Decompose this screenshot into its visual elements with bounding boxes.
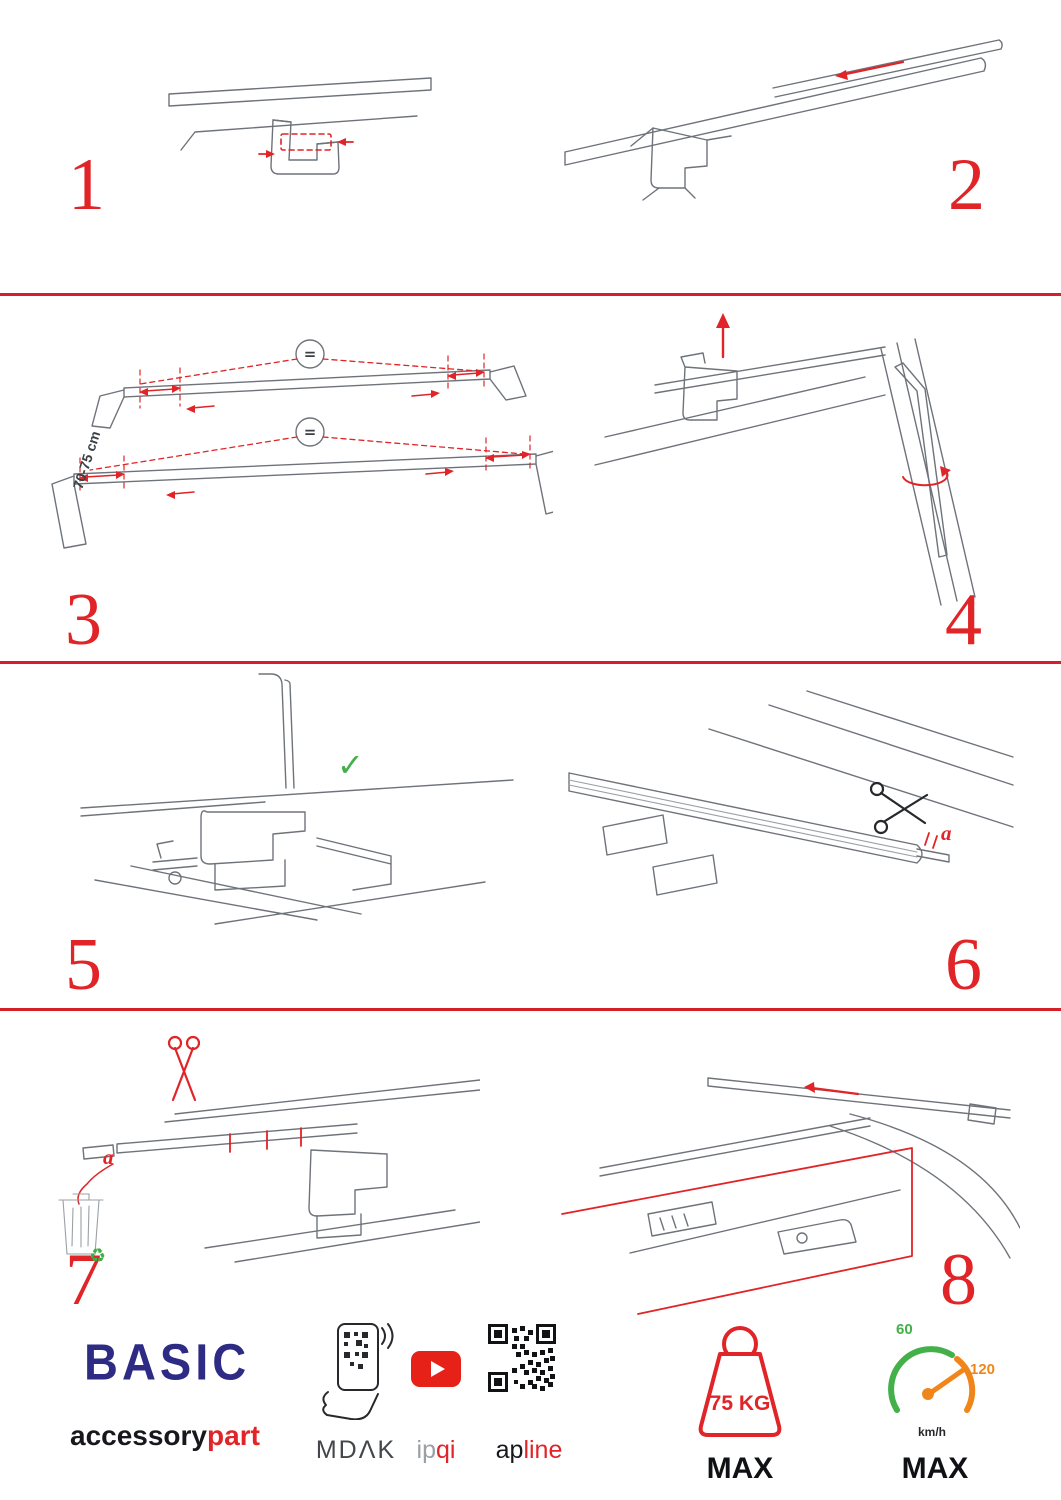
step-8-number: 8 [940,1239,977,1321]
scissors-icon [167,1035,201,1102]
equals-badge [295,417,325,447]
phone-scan-icon [322,1323,394,1420]
scissors-icon [869,781,929,835]
step-1-number: 1 [68,144,105,226]
section-divider [0,661,1061,664]
check-icon: ✓ [337,746,364,784]
step-8-illustration [561,1077,1020,1315]
allen-key [894,362,948,558]
step-1-illustration [168,77,432,175]
rotate-arrow [902,472,949,487]
step-6-number: 6 [945,924,982,1006]
speed-120-label: 120 [970,1361,995,1378]
apline-logo: apline [486,1436,572,1465]
speed-unit-label: km/h [918,1425,946,1439]
weight-limit-icon: 75 KG [698,1326,782,1437]
recycle-icon: ♻ [89,1245,106,1267]
youtube-icon [411,1351,461,1387]
speedometer-icon: 60 120 km/h [888,1321,995,1439]
weight-limit-value: 75 KG [710,1392,771,1415]
step-4-illustration [594,313,976,606]
trash-bin-icon [58,1193,104,1255]
qr-code [488,1324,556,1392]
ipqi-gray: ip [416,1436,436,1464]
speed-max-label: MAX [901,1452,969,1485]
step-2-illustration [564,39,1003,201]
ipqi-logo: ipqi [405,1436,467,1465]
slide-direction-arrow [810,1086,860,1096]
equals-symbol: = [304,345,317,363]
step-3-number: 3 [65,579,102,661]
step-5-illustration: ✓ [80,673,514,925]
equals-badge [295,339,325,369]
step-7-number: 7 [65,1239,102,1321]
brand-logo-accessorypart: accessorypart [70,1420,260,1452]
ipqi-red: qi [436,1436,456,1464]
speed-60-label: 60 [896,1321,913,1338]
equals-symbol: = [304,423,317,441]
dimension-label: 70-75 cm [70,429,104,491]
apline-red: line [523,1436,563,1464]
mdak-logo: MDΛK [315,1436,397,1464]
weight-max-label: MAX [706,1452,774,1485]
section-divider [0,293,1061,296]
highlight-frame [561,1147,913,1315]
brand-word-part: part [207,1420,260,1451]
brand-word-accessory: accessory [70,1420,208,1451]
apline-black: ap [495,1436,524,1464]
brand-logo-basic: BASIC [84,1333,251,1391]
step-7-illustration: a ♻ [58,1035,480,1267]
step-6-illustration: a [568,690,1014,896]
slide-direction-arrow [839,60,905,77]
rubber-pad-highlight [280,133,332,151]
step-3-illustration: = = 70-75 cm [51,339,553,549]
section-divider [0,1008,1061,1011]
step-5-number: 5 [65,924,102,1006]
cut-label-a: a [941,821,952,845]
step-2-number: 2 [948,144,985,226]
cut-label-a: a [103,1145,114,1169]
step-4-number: 4 [945,579,982,661]
